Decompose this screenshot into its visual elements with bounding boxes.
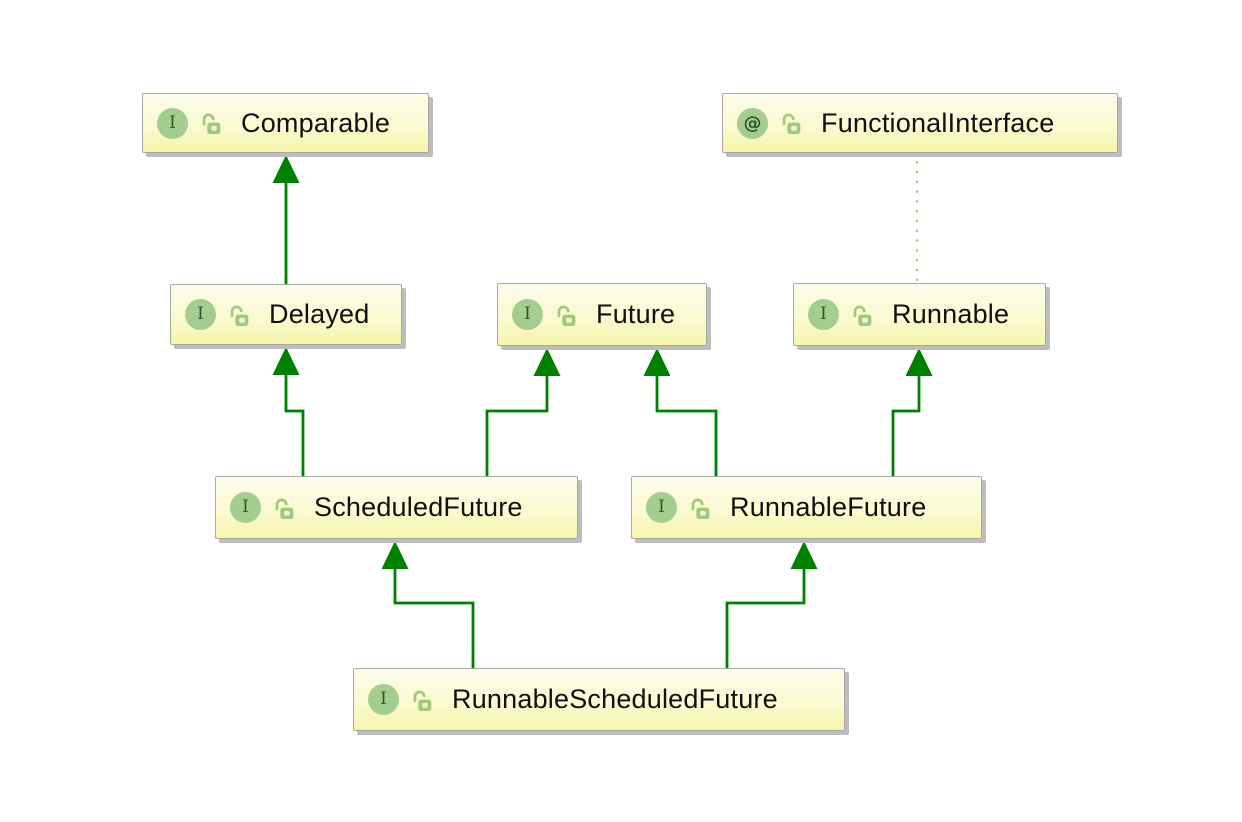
node-runnablescheduledfuture[interactable]: I RunnableScheduledFuture: [353, 668, 845, 731]
inheritance-arrowhead-icon: [643, 348, 671, 376]
inheritance-arrowhead-icon: [381, 541, 409, 569]
interface-badge-icon: I: [368, 684, 399, 715]
edge-runnablefuture-to-runnable: [891, 348, 933, 476]
public-open-lock-icon: [850, 304, 873, 329]
edge-scheduledfuture-to-delayed: [272, 347, 305, 476]
interface-badge-icon: I: [185, 299, 216, 330]
public-open-lock-icon: [688, 497, 711, 522]
node-runnablefuture[interactable]: I RunnableFuture: [631, 476, 982, 539]
node-comparable[interactable]: I Comparable: [142, 93, 429, 153]
public-open-lock-icon: [227, 304, 250, 329]
edge-scheduledfuture-to-future: [485, 348, 561, 476]
inheritance-arrowhead-icon: [905, 348, 933, 376]
interface-badge-icon: I: [230, 492, 261, 523]
interface-badge-icon: I: [808, 299, 839, 330]
interface-badge-icon: I: [646, 492, 677, 523]
edge-runnablescheduledfuture-to-runnablefuture: [725, 541, 818, 668]
node-label: Future: [596, 299, 676, 329]
public-open-lock-icon: [199, 112, 222, 137]
node-label: Runnable: [892, 299, 1010, 329]
public-open-lock-icon: [779, 112, 802, 137]
inheritance-arrowhead-icon: [533, 348, 561, 376]
node-label: Delayed: [269, 299, 370, 329]
node-scheduledfuture[interactable]: I ScheduledFuture: [215, 476, 578, 539]
inheritance-arrowhead-icon: [790, 541, 818, 569]
annotation-badge-icon: @: [737, 107, 768, 139]
interface-badge-icon: I: [512, 299, 543, 330]
inheritance-arrowhead-icon: [272, 155, 300, 183]
node-label: RunnableFuture: [730, 492, 927, 522]
node-label: FunctionalInterface: [821, 107, 1055, 138]
edge-runnablefuture-to-future: [643, 348, 718, 476]
node-delayed[interactable]: I Delayed: [170, 284, 402, 345]
interface-badge-icon: I: [157, 107, 188, 139]
public-open-lock-icon: [272, 497, 295, 522]
public-open-lock-icon: [410, 689, 433, 714]
node-label: Comparable: [241, 107, 391, 138]
edge-runnablescheduledfuture-to-scheduledfuture: [381, 541, 475, 668]
public-open-lock-icon: [554, 304, 577, 329]
node-future[interactable]: I Future: [497, 283, 707, 346]
edge-delayed-to-comparable: [272, 155, 300, 284]
inheritance-arrowhead-icon: [272, 347, 300, 375]
node-runnable[interactable]: I Runnable: [793, 283, 1046, 346]
node-functionalinterface[interactable]: @ FunctionalInterface: [722, 93, 1118, 153]
node-label: ScheduledFuture: [314, 492, 523, 522]
node-label: RunnableScheduledFuture: [452, 684, 778, 714]
